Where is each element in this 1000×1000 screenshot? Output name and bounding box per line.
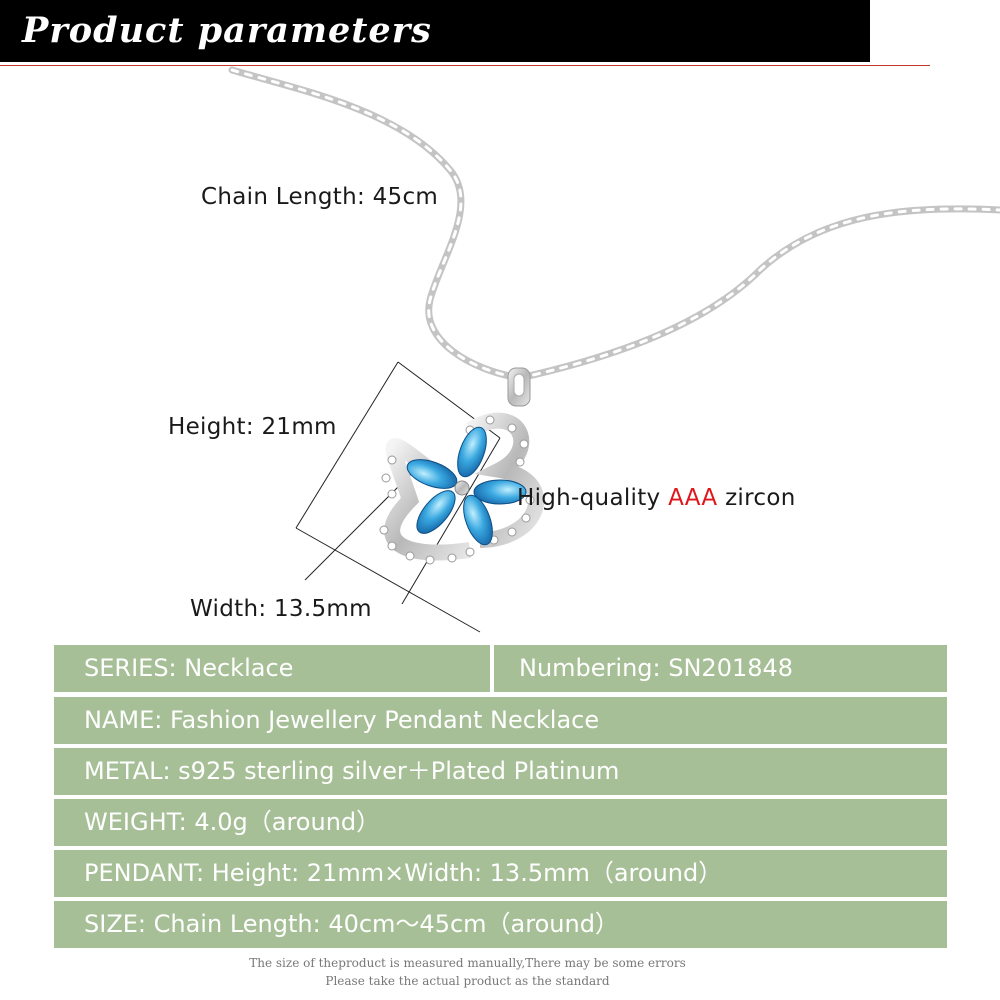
chain-length-callout: Chain Length: 45cm [201, 184, 439, 210]
zircon-suffix: zircon [717, 485, 796, 511]
spec-row-name: NAME: Fashion Jewellery Pendant Necklace [54, 697, 947, 744]
spec-row-pendant: PENDANT: Height: 21mm×Width: 13.5mm（arou… [54, 850, 947, 897]
pendant [379, 367, 545, 565]
disclaimer-line-1: The size of theproduct is measured manua… [249, 956, 686, 970]
spec-weight: WEIGHT: 4.0g（around） [84, 808, 381, 836]
zircon-prefix: High-quality [517, 485, 669, 511]
spec-pendant: PENDANT: Height: 21mm×Width: 13.5mm（arou… [84, 859, 723, 887]
row-divider [490, 645, 494, 692]
page-title: Product parameters [22, 10, 432, 51]
spec-series: SERIES: Necklace [84, 654, 294, 682]
spec-row-metal: METAL: s925 sterling silver＋Plated Plati… [54, 748, 947, 795]
spec-metal: METAL: s925 sterling silver＋Plated Plati… [84, 757, 620, 785]
header-banner: Product parameters [0, 0, 870, 62]
disclaimer-line-2: Please take the actual product as the st… [325, 974, 610, 988]
spec-row-weight: WEIGHT: 4.0g（around） [54, 799, 947, 846]
spec-name: NAME: Fashion Jewellery Pendant Necklace [84, 706, 600, 734]
measurement-disclaimer: The size of theproduct is measured manua… [0, 954, 935, 990]
zircon-callout: High-quality AAA zircon [517, 485, 796, 511]
height-callout: Height: 21mm [168, 414, 337, 440]
header-rule [0, 65, 930, 66]
spec-numbering: Numbering: SN201848 [519, 654, 794, 682]
spec-row-size: SIZE: Chain Length: 40cm～45cm（around） [54, 901, 947, 948]
spec-row-series: SERIES: Necklace Numbering: SN201848 [54, 645, 947, 692]
zircon-grade: AAA [668, 485, 718, 511]
width-callout: Width: 13.5mm [190, 596, 372, 622]
spec-size: SIZE: Chain Length: 40cm～45cm（around） [84, 910, 619, 938]
chain [228, 66, 1000, 382]
necklace-image [228, 66, 1000, 633]
